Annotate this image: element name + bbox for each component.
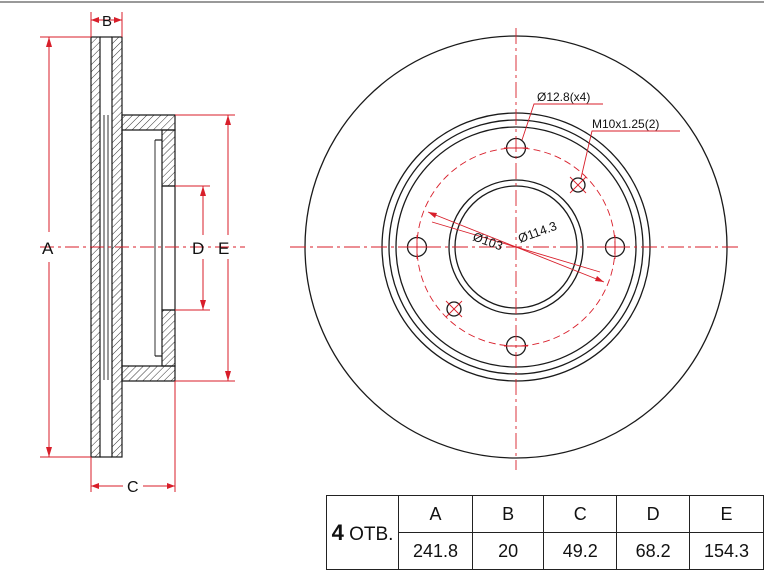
value-d: 68.2 bbox=[616, 532, 691, 570]
value-e: 154.3 bbox=[689, 532, 764, 570]
holes-count-cell: 4 ОТВ. bbox=[325, 495, 400, 570]
pcd-label: Ø114.3 bbox=[516, 219, 558, 246]
thread-hole-upper-right bbox=[570, 177, 586, 193]
hat-flange-top bbox=[121, 114, 176, 131]
label-d: D bbox=[192, 239, 204, 258]
label-a: A bbox=[42, 239, 54, 258]
value-c: 49.2 bbox=[543, 532, 618, 570]
value-a: 241.8 bbox=[398, 532, 473, 570]
bolt-hole-callout: Ø12.8(x4) bbox=[537, 90, 590, 104]
label-c: C bbox=[127, 479, 139, 496]
header-a: A bbox=[398, 495, 473, 533]
header-e: E bbox=[689, 495, 764, 533]
center-bore-label: Ø103 bbox=[471, 230, 505, 254]
front-construction-lines bbox=[290, 28, 740, 470]
table-value-row: 241.8 20 49.2 68.2 154.3 bbox=[327, 532, 764, 570]
hat-wall-top bbox=[161, 129, 176, 187]
value-b: 20 bbox=[471, 532, 545, 570]
dimension-d bbox=[175, 185, 210, 311]
dimension-a bbox=[40, 36, 91, 458]
dimension-e bbox=[175, 114, 235, 382]
holes-unit: ОТВ. bbox=[349, 523, 394, 545]
thread-hole-lower-left bbox=[446, 301, 462, 317]
hat-wall-bottom bbox=[161, 309, 176, 367]
header-b: B bbox=[471, 495, 545, 533]
hat-flange-bottom bbox=[121, 365, 176, 382]
holes-count: 4 bbox=[331, 519, 344, 545]
dimension-b bbox=[90, 12, 123, 37]
header-d: D bbox=[616, 495, 691, 533]
dimensions-table: 4 ОТВ. A B C D E 241.8 20 49.2 68.2 154.… bbox=[325, 495, 764, 570]
table-header-row: 4 ОТВ. A B C D E bbox=[325, 495, 764, 570]
label-b: B bbox=[102, 13, 112, 30]
diameter-arrows bbox=[428, 212, 604, 282]
label-e: E bbox=[218, 239, 229, 258]
thread-callout: M10x1.25(2) bbox=[592, 117, 659, 131]
dimension-c bbox=[90, 381, 176, 492]
header-c: C bbox=[543, 495, 618, 533]
